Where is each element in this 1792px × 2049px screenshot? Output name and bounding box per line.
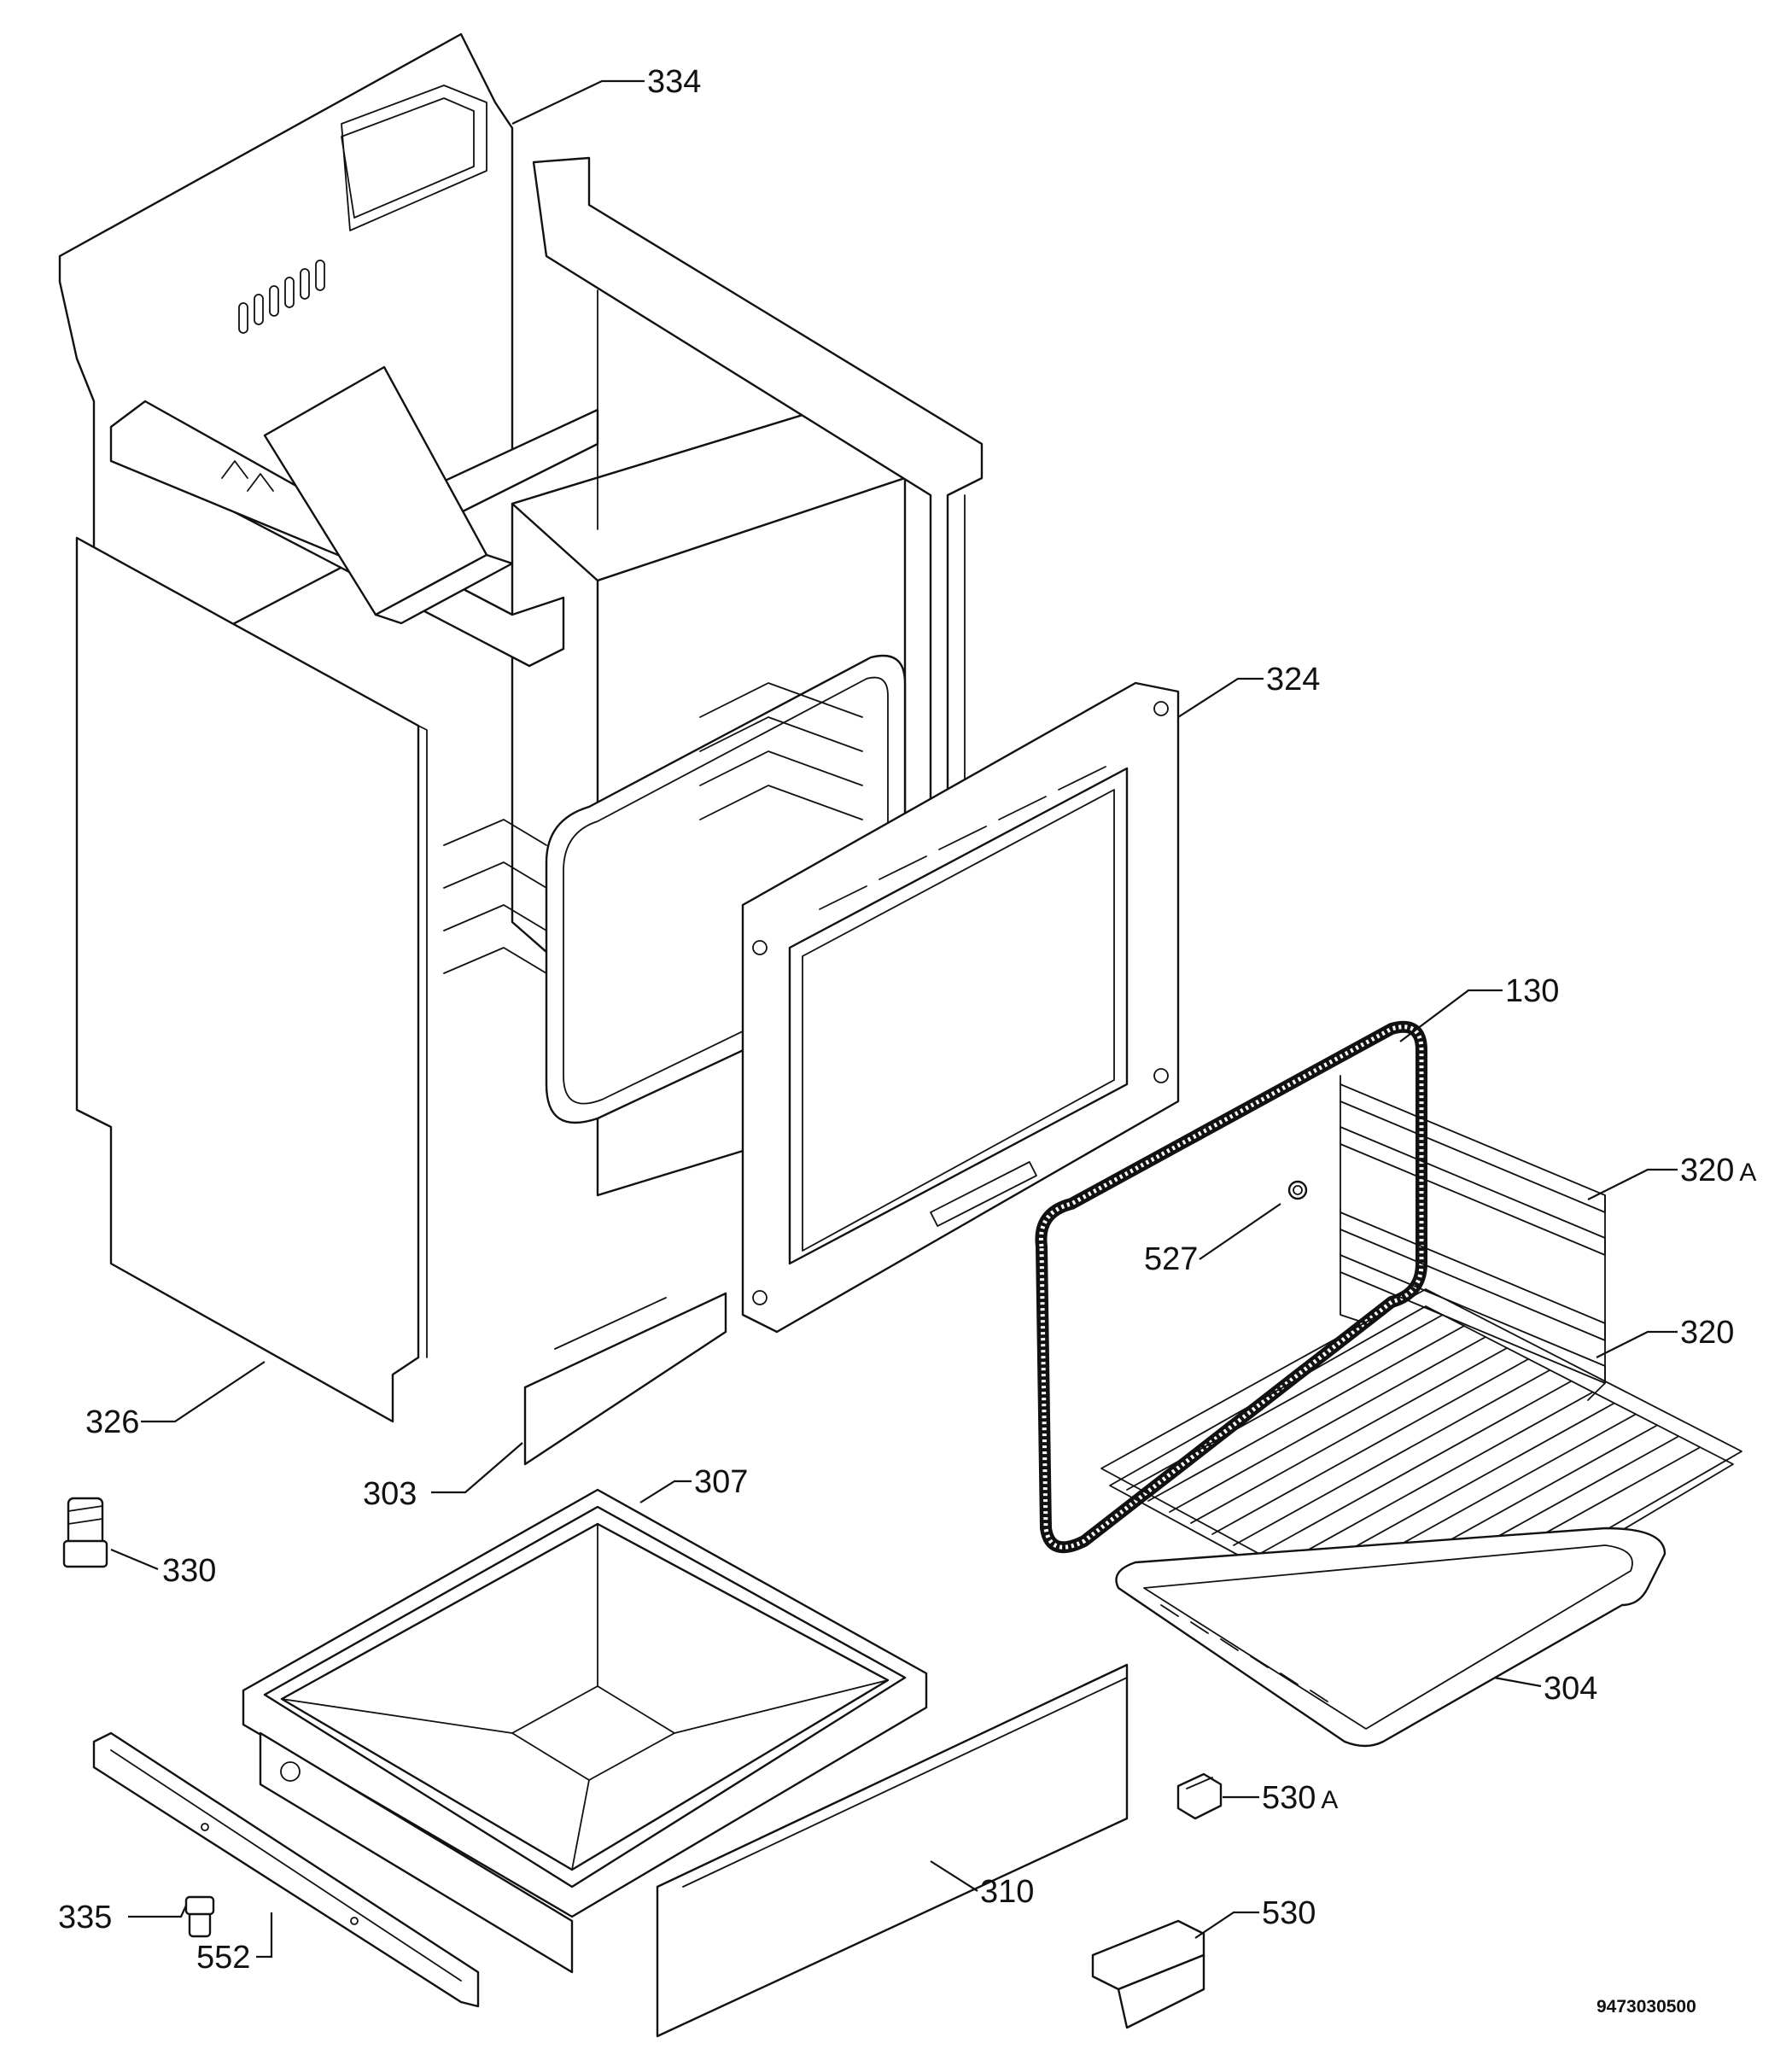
callout-324: 324 xyxy=(1266,662,1320,698)
document-code: 9473030500 xyxy=(1596,1997,1696,2017)
side-panel xyxy=(75,536,428,1423)
adjustable-foot xyxy=(62,1497,108,1568)
screw xyxy=(184,1895,215,1938)
baking-tray xyxy=(1115,1527,1667,1748)
callout-335: 335 xyxy=(58,1900,112,1935)
callout-304: 304 xyxy=(1544,1671,1597,1707)
callout-527: 527 xyxy=(1144,1241,1198,1277)
callout-530: 530 xyxy=(1262,1895,1316,1931)
callout-130: 130 xyxy=(1505,973,1559,1009)
shelf-support-rail xyxy=(1340,1075,1606,1401)
clip-a xyxy=(1176,1772,1223,1820)
callout-303: 303 xyxy=(363,1476,417,1512)
vent-slots xyxy=(238,260,325,334)
callout-326: 326 xyxy=(85,1404,139,1440)
rear-panel-frame xyxy=(58,32,984,1120)
tray-perforations xyxy=(1160,1604,1328,1702)
clip xyxy=(1091,1919,1205,2029)
glass-strip xyxy=(523,1292,727,1466)
leader-lines xyxy=(110,79,1678,1959)
inner-door-frame xyxy=(741,681,1180,1334)
callout-320: 320 xyxy=(1680,1315,1734,1351)
callout-310: 310 xyxy=(980,1874,1034,1910)
drawer-front-panel xyxy=(656,1663,1129,2038)
drawer-runner xyxy=(92,1731,480,2008)
fastener-cap xyxy=(1287,1180,1308,1200)
callout-330: 330 xyxy=(162,1553,216,1589)
callout-552: 552 xyxy=(196,1940,250,1976)
storage-drawer xyxy=(242,1488,928,1974)
door-vent-slots xyxy=(819,766,1106,910)
callout-334: 334 xyxy=(647,64,701,100)
callout-307: 307 xyxy=(694,1464,748,1500)
